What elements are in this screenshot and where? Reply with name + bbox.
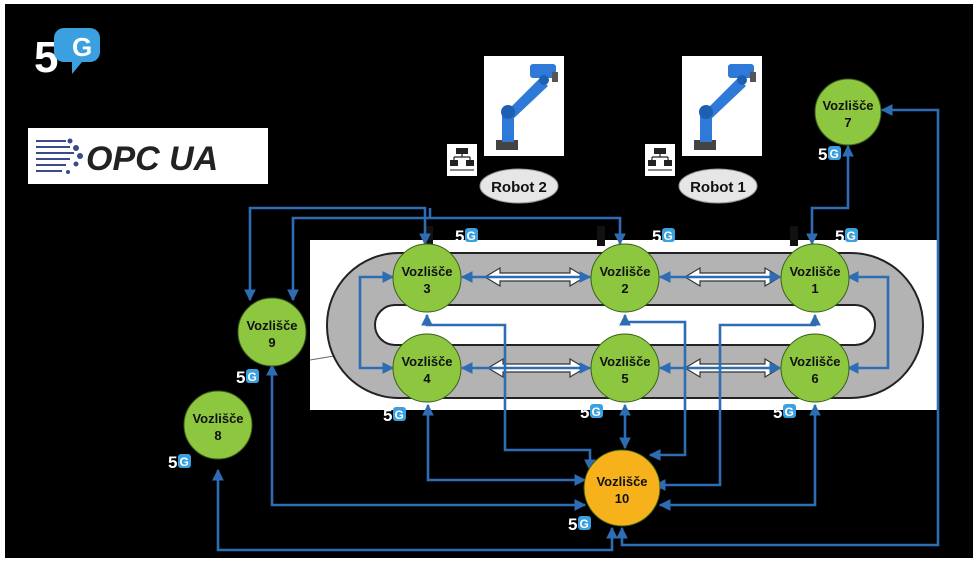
5g-badge-g: G	[592, 405, 601, 419]
opc-ua-logo: OPC UA	[28, 128, 268, 184]
node-6-number: 6	[811, 371, 818, 386]
node-10-number: 10	[615, 491, 629, 506]
5g-badge-g: G	[467, 229, 476, 243]
5g-logo: 5 G	[34, 28, 100, 82]
node-10-circle	[583, 449, 661, 527]
node-2-label: Vozlišče	[599, 264, 650, 279]
node-6-label: Vozlišče	[789, 354, 840, 369]
5g-badge-g: G	[785, 405, 794, 419]
5g-badge-five: 5	[773, 403, 782, 422]
5g-badge-g: G	[248, 370, 257, 384]
robot-1-label-bubble	[678, 168, 758, 204]
node-6: Vozlišče 6	[780, 333, 850, 403]
5g-badge-five: 5	[455, 227, 464, 246]
5g-badge-five: 5	[652, 227, 661, 246]
node-2-number: 2	[621, 281, 628, 296]
node-7-circle	[814, 78, 882, 146]
node-8-number: 8	[214, 428, 221, 443]
node-7-label: Vozlišče	[822, 98, 873, 113]
node-8: Vozlišče 8	[183, 390, 253, 460]
node-8-circle	[183, 390, 253, 460]
node-5: Vozlišče 5	[590, 333, 660, 403]
node-4-circle	[392, 333, 462, 403]
5g-badge-g: G	[830, 147, 839, 161]
5g-badge-g: G	[664, 229, 673, 243]
5g-badge-five: 5	[835, 227, 844, 246]
node-10-label: Vozlišče	[596, 474, 647, 489]
robot-arm-icon	[694, 64, 756, 150]
5g-badge-g: G	[395, 408, 404, 422]
node-5-number: 5	[621, 371, 628, 386]
node-9-number: 9	[268, 335, 275, 350]
node-3-label: Vozlišče	[401, 264, 452, 279]
5g-badge-five: 5	[168, 453, 177, 472]
node-9-circle	[237, 297, 307, 367]
5g-badge-g: G	[847, 229, 856, 243]
node-9-label: Vozlišče	[246, 318, 297, 333]
node-3-circle	[392, 243, 462, 313]
network-icon	[447, 144, 477, 176]
5g-logo-g: G	[72, 32, 92, 62]
5g-badge-five: 5	[568, 515, 577, 534]
node-1-number: 1	[811, 281, 818, 296]
robot-2-label: Robot 2	[491, 179, 547, 196]
robot-arm-icon	[496, 64, 558, 150]
node-3-number: 3	[423, 281, 430, 296]
node-2: Vozlišče 2	[590, 243, 660, 313]
node-4-number: 4	[423, 371, 431, 386]
5g-badge-g: G	[180, 455, 189, 469]
robot-2-label-bubble	[479, 168, 559, 204]
node-4: Vozlišče 4	[392, 333, 462, 403]
robot-1-group: Robot 1	[645, 56, 762, 204]
network-icon	[645, 144, 675, 176]
node-3: Vozlišče 3	[392, 243, 462, 313]
5g-badge-five: 5	[236, 368, 245, 387]
5g-badge-g: G	[580, 517, 589, 531]
node-7: Vozlišče 7	[814, 78, 882, 146]
node-1-circle	[780, 243, 850, 313]
robot-2-group: Robot 2	[447, 56, 564, 204]
opc-ua-dots-icon	[36, 138, 83, 174]
node-5-label: Vozlišče	[599, 354, 650, 369]
5g-badge-five: 5	[818, 145, 827, 164]
node-7-number: 7	[844, 115, 851, 130]
node-1: Vozlišče 1	[780, 243, 850, 313]
5g-badge-five: 5	[383, 406, 392, 425]
mount-1	[790, 226, 798, 246]
node-9: Vozlišče 9	[237, 297, 307, 367]
node-8-label: Vozlišče	[192, 411, 243, 426]
nodes-layer: Vozlišče1Vozlišče2Vozlišče3Vozlišče4Vozl…	[183, 78, 882, 527]
node-2-circle	[590, 243, 660, 313]
5g-badge-five: 5	[580, 403, 589, 422]
node-10: Vozlišče 10	[583, 449, 661, 527]
robot-1-label: Robot 1	[690, 179, 746, 196]
node-1-label: Vozlišče	[789, 264, 840, 279]
node-5-circle	[590, 333, 660, 403]
node-6-circle	[780, 333, 850, 403]
mount-2	[597, 226, 605, 246]
network-links	[212, 104, 940, 552]
opc-ua-text: OPC UA	[86, 140, 218, 178]
node-4-label: Vozlišče	[401, 354, 452, 369]
